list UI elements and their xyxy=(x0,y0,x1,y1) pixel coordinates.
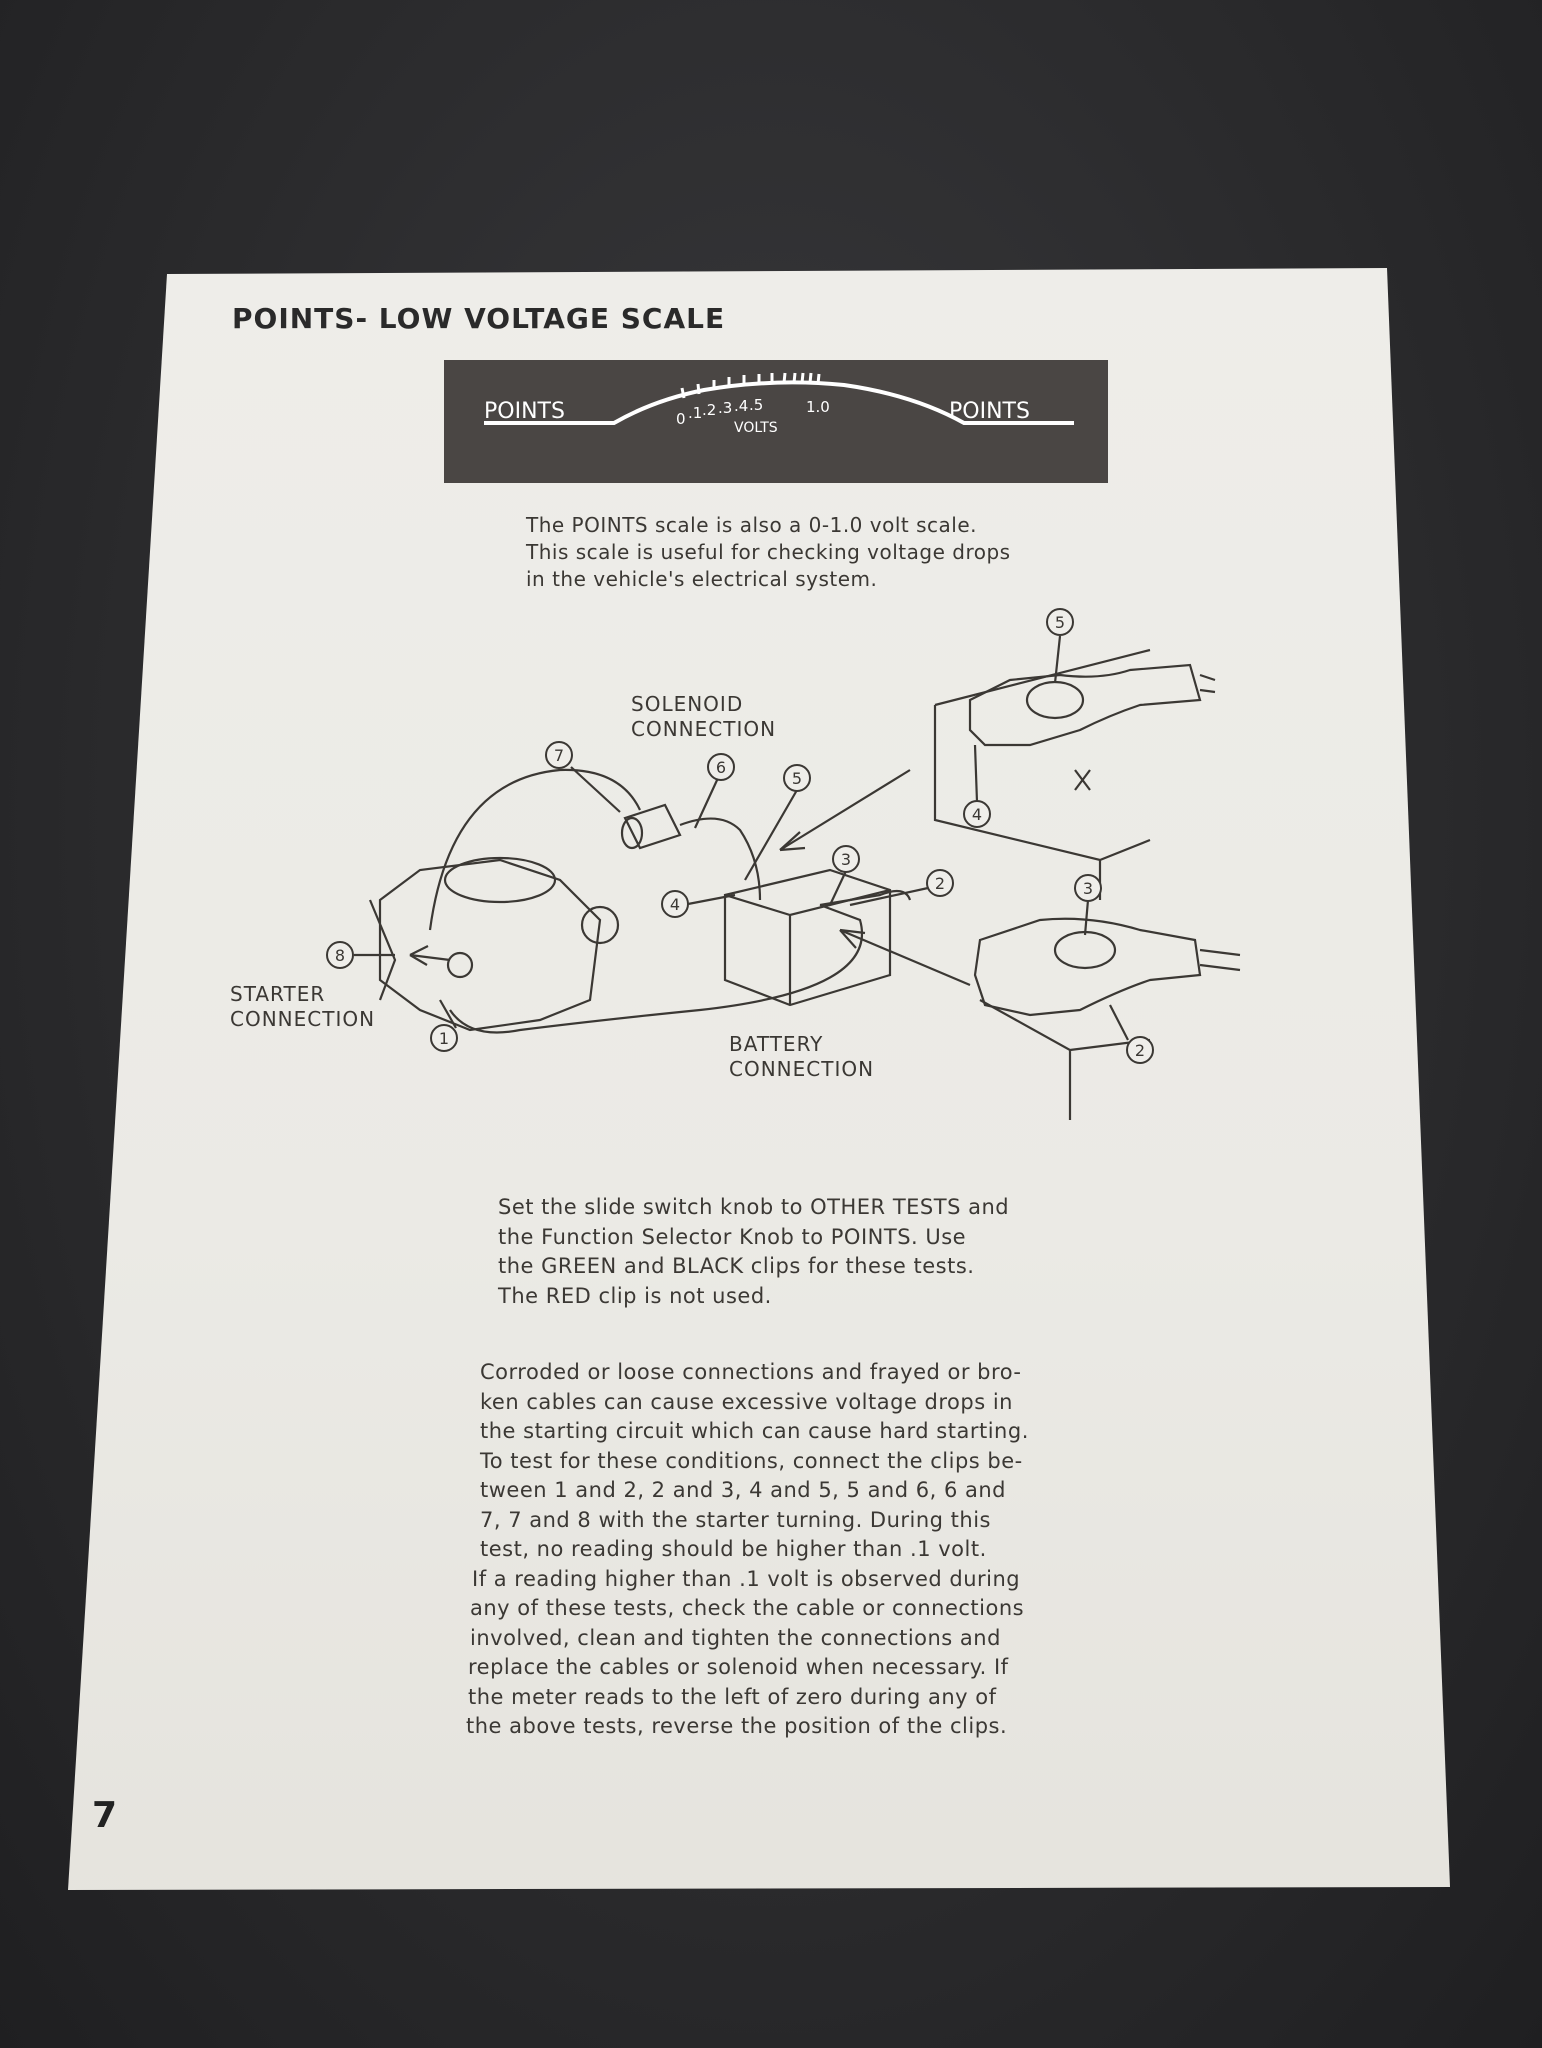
intro-paragraph: The POINTS scale is also a 0-1.0 volt sc… xyxy=(526,512,1011,593)
callout-1: 1 xyxy=(439,1029,449,1048)
callout-2: 2 xyxy=(935,874,945,893)
meter-unit-label: VOLTS xyxy=(734,420,778,436)
page-title: POINTS- LOW VOLTAGE SCALE xyxy=(232,302,726,335)
text-line: CONNECTION xyxy=(729,1057,875,1081)
text-line: To test for these conditions, connect th… xyxy=(480,1448,1023,1473)
text-line: The POINTS scale is also a 0-1.0 volt sc… xyxy=(526,513,977,537)
callout-7: 7 xyxy=(554,746,564,765)
text-line: STARTER xyxy=(230,982,326,1006)
text-line: in the vehicle's electrical system. xyxy=(526,567,878,591)
instructions-paragraph: Set the slide switch knob to OTHER TESTS… xyxy=(498,1193,1009,1311)
callout-5: 5 xyxy=(792,769,802,788)
callout-8: 8 xyxy=(335,946,345,965)
page-number: 7 xyxy=(92,1795,118,1836)
terminal-closeup-bottom xyxy=(973,917,1202,1017)
meter-tick-label: .2 xyxy=(702,401,716,419)
callout-6: 6 xyxy=(716,758,726,777)
battery-illustration xyxy=(723,868,892,1007)
text-line: any of these tests, check the cable or c… xyxy=(470,1596,1025,1620)
text-line: ken cables can cause excessive voltage d… xyxy=(480,1389,1013,1414)
engine-illustration xyxy=(378,858,602,1032)
battery-connection-label: BATTERY CONNECTION xyxy=(729,1032,874,1082)
meter-tick-label: .1 xyxy=(688,404,702,422)
meter-tick-label: .4 xyxy=(734,397,748,415)
text-line: Corroded or loose connections and frayed… xyxy=(480,1360,1022,1384)
closeup-callout-3: 3 xyxy=(1083,879,1093,898)
text-line: CONNECTION xyxy=(631,717,777,741)
text-line: replace the cables or solenoid when nece… xyxy=(468,1655,1009,1679)
meter-scale-illustration: POINTS POINTS 0 .1 .2 .3 .4 .5 1.0 VOLTS xyxy=(444,360,1108,483)
callout-3: 3 xyxy=(841,850,851,869)
text-line: the starting circuit which can cause har… xyxy=(480,1419,1029,1443)
solenoid-connection-label: SOLENOID CONNECTION xyxy=(631,692,776,742)
text-line: SOLENOID xyxy=(631,692,744,716)
text-line: If a reading higher than .1 volt is obse… xyxy=(472,1566,1021,1591)
text-line: This scale is useful for checking voltag… xyxy=(526,540,1011,564)
meter-tick-label: .5 xyxy=(749,396,763,414)
meter-right-label: POINTS xyxy=(949,399,1030,424)
text-line: Set the slide switch knob to OTHER TESTS… xyxy=(498,1195,1010,1219)
closeup-callout-2: 2 xyxy=(1135,1041,1145,1060)
text-line: BATTERY xyxy=(729,1032,824,1056)
starter-connection-label: STARTER CONNECTION xyxy=(230,982,375,1032)
meter-tick-label: 0 xyxy=(676,410,686,428)
callout-4: 4 xyxy=(670,895,680,914)
text-line: the Function Selector Knob to POINTS. Us… xyxy=(498,1224,967,1249)
closeup-callout-4: 4 xyxy=(972,805,982,824)
terminal-closeup-top xyxy=(968,663,1202,747)
text-line: the meter reads to the left of zero duri… xyxy=(468,1684,997,1709)
meter-tick-label: 1.0 xyxy=(806,398,830,416)
solenoid-illustration xyxy=(623,803,682,850)
text-line: the above tests, reverse the position of… xyxy=(466,1714,1008,1738)
text-line: tween 1 and 2, 2 and 3, 4 and 5, 5 and 6… xyxy=(480,1478,1007,1502)
text-line: the GREEN and BLACK clips for these test… xyxy=(498,1254,975,1278)
body-paragraph: Corroded or loose connections and frayed… xyxy=(466,1358,1029,1742)
text-line: CONNECTION xyxy=(230,1007,376,1031)
text-line: 7, 7 and 8 with the starter turning. Dur… xyxy=(480,1507,991,1532)
closeup-callout-5: 5 xyxy=(1055,613,1065,632)
text-line: involved, clean and tighten the connecti… xyxy=(470,1625,1001,1650)
meter-tick-label: .3 xyxy=(718,399,732,417)
meter-left-label: POINTS xyxy=(484,399,565,424)
text-line: The RED clip is not used. xyxy=(498,1283,772,1308)
text-line: test, no reading should be higher than .… xyxy=(480,1537,987,1561)
meter-scale-arc: POINTS POINTS 0 .1 .2 .3 .4 .5 1.0 VOLTS xyxy=(484,372,1074,436)
